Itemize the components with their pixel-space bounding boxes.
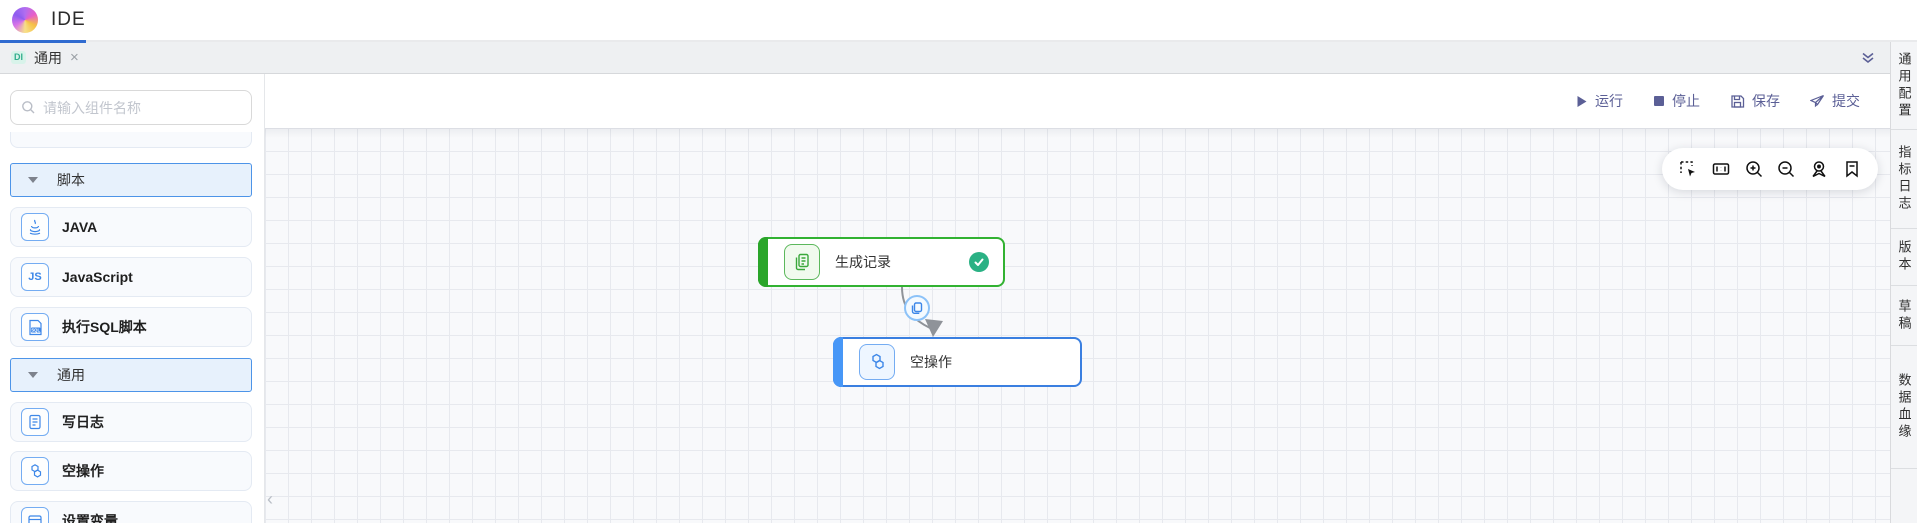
js-icon: JS — [21, 263, 49, 291]
component-label: JavaScript — [62, 269, 133, 285]
caret-down-icon — [28, 372, 38, 378]
canvas-view-toolbar — [1662, 148, 1878, 190]
play-icon — [1575, 95, 1588, 108]
log-icon — [21, 408, 49, 436]
run-button[interactable]: 运行 — [1575, 91, 1623, 111]
success-check-icon — [969, 252, 989, 272]
sidebar-collapse-handle[interactable]: ‹ — [267, 489, 273, 509]
generate-records-icon — [784, 244, 820, 280]
search-input[interactable] — [43, 99, 241, 116]
svg-text:SQL: SQL — [31, 327, 40, 332]
stop-icon — [1653, 95, 1665, 107]
tab-bar: DI 通用 × — [0, 40, 1890, 74]
component-search[interactable] — [10, 90, 252, 125]
component-label: 执行SQL脚本 — [62, 319, 147, 335]
tab-general[interactable]: DI 通用 × — [11, 48, 79, 68]
component-label: 空操作 — [62, 463, 104, 479]
node-label: 空操作 — [910, 354, 952, 370]
stop-label: 停止 — [1672, 93, 1700, 109]
node-label: 生成记录 — [835, 254, 891, 270]
noop-icon — [21, 457, 49, 485]
tab-version[interactable]: 版本 — [1891, 229, 1917, 286]
app-logo — [12, 7, 38, 33]
component-item-write-log[interactable]: 写日志 — [10, 402, 252, 442]
noop-icon — [859, 344, 895, 380]
app-header: IDE — [0, 0, 1917, 42]
component-sidebar: 脚本 JAVA — [0, 74, 265, 523]
component-item-java[interactable]: JAVA — [10, 207, 252, 247]
zoom-out-icon[interactable] — [1776, 159, 1796, 179]
tab-label: 通用 — [34, 49, 62, 66]
canvas-grid[interactable] — [265, 128, 1890, 523]
component-item-sql-script[interactable]: SQL 执行SQL脚本 — [10, 307, 252, 347]
node-noop[interactable]: 空操作 — [833, 337, 1082, 387]
locate-icon[interactable] — [1809, 159, 1829, 179]
tab-general-config[interactable]: 通用配置 — [1891, 42, 1917, 130]
list-item-partial[interactable] — [10, 132, 252, 148]
bookmark-icon[interactable] — [1842, 159, 1862, 179]
save-label: 保存 — [1752, 93, 1780, 109]
component-label: 设置变量 — [62, 513, 118, 523]
canvas-action-bar: 运行 停止 — [265, 74, 1890, 128]
section-label: 通用 — [57, 367, 85, 383]
tab-close-icon[interactable]: × — [70, 49, 79, 66]
component-item-set-variable[interactable]: 设置变量 — [10, 501, 252, 523]
submit-icon — [1810, 94, 1825, 109]
component-item-noop[interactable]: 空操作 — [10, 451, 252, 491]
search-icon — [21, 100, 36, 115]
component-item-javascript[interactable]: JS JavaScript — [10, 257, 252, 297]
variable-icon — [21, 507, 49, 523]
section-header-general[interactable]: 通用 — [10, 358, 252, 392]
marquee-select-icon[interactable] — [1678, 159, 1698, 179]
component-label: JAVA — [62, 219, 98, 235]
sql-file-icon: SQL — [21, 313, 49, 341]
flow-canvas[interactable]: 运行 停止 — [265, 74, 1890, 523]
tab-type-badge: DI — [11, 51, 26, 64]
submit-label: 提交 — [1832, 93, 1860, 109]
section-label: 脚本 — [57, 172, 85, 188]
component-label: 写日志 — [62, 414, 104, 430]
app-title: IDE — [51, 9, 86, 30]
chevron-double-down-icon[interactable] — [1860, 50, 1876, 66]
zoom-in-icon[interactable] — [1744, 159, 1764, 179]
stop-button[interactable]: 停止 — [1653, 91, 1700, 111]
tab-metric-logs[interactable]: 指标日志 — [1891, 130, 1917, 229]
tab-data-lineage[interactable]: 数据血缘 — [1891, 346, 1917, 469]
fit-view-icon[interactable] — [1711, 159, 1731, 179]
section-header-script[interactable]: 脚本 — [10, 163, 252, 197]
right-panel-tabs: 通用配置 指标日志 版本 草稿 数据血缘 — [1890, 42, 1917, 523]
save-icon — [1730, 94, 1745, 109]
save-button[interactable]: 保存 — [1730, 91, 1780, 111]
caret-down-icon — [28, 177, 38, 183]
java-icon — [21, 213, 49, 241]
node-generate-records[interactable]: 生成记录 — [758, 237, 1005, 287]
active-tab-indicator — [0, 40, 86, 43]
submit-button[interactable]: 提交 — [1810, 91, 1860, 111]
tab-draft[interactable]: 草稿 — [1891, 286, 1917, 346]
run-label: 运行 — [1595, 93, 1623, 109]
edge-copy-badge[interactable] — [904, 295, 930, 321]
